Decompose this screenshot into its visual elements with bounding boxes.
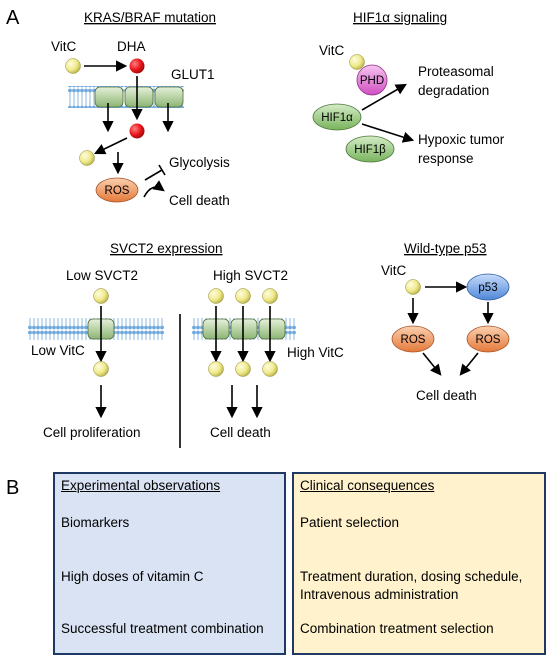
ascorbate-ball-icon bbox=[262, 361, 278, 377]
hif-vitc-label: VitC bbox=[319, 43, 345, 58]
low-vitc-label: Low VitC bbox=[31, 343, 85, 358]
ros-node bbox=[95, 177, 139, 203]
ros-right-label: ROS bbox=[476, 334, 501, 346]
glut1-label: GLUT1 bbox=[171, 67, 215, 82]
ascorbate-ball-icon bbox=[235, 288, 251, 304]
p53-label: p53 bbox=[478, 282, 497, 294]
p53-vitc-label: VitC bbox=[381, 263, 407, 278]
p53-title: Wild-type p53 bbox=[404, 241, 487, 256]
ascorbate-ball-icon bbox=[208, 288, 224, 304]
hif1a-node bbox=[312, 103, 362, 131]
ros-node bbox=[466, 325, 510, 353]
svct2-transporter-icon bbox=[230, 318, 258, 340]
hypoxic-label-2: response bbox=[418, 151, 474, 166]
phd-node bbox=[356, 64, 388, 96]
ascorbate-ball-icon bbox=[65, 58, 81, 74]
ascorbate-ball-icon bbox=[262, 288, 278, 304]
experimental-observations-header: Experimental observations bbox=[61, 478, 221, 493]
kras-title: KRAS/BRAF mutation bbox=[84, 10, 216, 25]
ascorbate-ball-icon bbox=[349, 54, 365, 70]
ascorbate-ball-icon bbox=[93, 361, 109, 377]
hypoxic-arrow bbox=[361, 123, 415, 143]
ascorbate-ball-icon bbox=[235, 361, 251, 377]
hif-title: HIF1α signaling bbox=[353, 10, 447, 25]
clinical-consequences-header: Clinical consequences bbox=[300, 478, 435, 493]
glut1-transporter-icon bbox=[94, 86, 124, 108]
svct2-title: SVCT2 expression bbox=[110, 241, 223, 256]
panel-a-letter: A bbox=[6, 7, 20, 29]
ascorbate-ball-icon bbox=[208, 361, 224, 377]
ros-left-label: ROS bbox=[401, 334, 426, 346]
svct2-cell-death-label: Cell death bbox=[210, 425, 271, 440]
consequence-row: Combination treatment selection bbox=[300, 621, 494, 636]
hif1a-section: HIF1α signaling VitC PHD HIF1α Proteasom… bbox=[312, 10, 505, 166]
kras-vitc-label: VitC bbox=[51, 39, 77, 54]
observation-row: Biomarkers bbox=[61, 515, 130, 530]
low-svct2-label: Low SVCT2 bbox=[66, 268, 138, 283]
cell-proliferation-label: Cell proliferation bbox=[43, 425, 141, 440]
reduction-arrow bbox=[93, 137, 128, 155]
consequence-row: Patient selection bbox=[300, 515, 400, 530]
proteasomal-label-1: Proteasomal bbox=[418, 64, 494, 79]
kras-cell-death-label: Cell death bbox=[169, 193, 230, 208]
ros-node bbox=[391, 325, 435, 353]
clinical-consequences-box: Clinical consequences Patient selection … bbox=[292, 472, 546, 655]
svct2-section: SVCT2 expression Low SVCT2 High SVCT2 Lo… bbox=[28, 241, 344, 448]
hif1b-label: HIF1β bbox=[354, 144, 386, 156]
dha-ball-icon bbox=[129, 123, 145, 139]
dha-ball-icon bbox=[129, 58, 145, 74]
phd-label: PHD bbox=[360, 75, 384, 87]
observation-row: Successful treatment combination bbox=[61, 621, 264, 636]
ascorbate-ball-icon bbox=[79, 150, 95, 166]
hif1b-node bbox=[345, 135, 395, 163]
high-svct2-label: High SVCT2 bbox=[213, 268, 288, 283]
ascorbate-ball-icon bbox=[93, 288, 109, 304]
proteasomal-label-2: degradation bbox=[418, 83, 489, 98]
degradation-arrow bbox=[361, 83, 407, 111]
glut1-transporter-icon bbox=[124, 86, 154, 108]
p53-node bbox=[466, 273, 510, 301]
high-vitc-label: High VitC bbox=[287, 345, 344, 360]
p53-cell-death-label: Cell death bbox=[416, 388, 477, 403]
ascorbate-ball-icon bbox=[405, 279, 421, 295]
hypoxic-label-1: Hypoxic tumor bbox=[418, 132, 505, 147]
ros-label: ROS bbox=[105, 185, 130, 197]
observation-row: High doses of vitamin C bbox=[61, 569, 204, 584]
svct2-transporter-icon bbox=[258, 318, 286, 340]
glut1-transporter-icon bbox=[154, 86, 184, 108]
glycolysis-label: Glycolysis bbox=[169, 155, 230, 170]
inhibition-arrow-icon bbox=[144, 169, 163, 181]
p53-section: Wild-type p53 VitC p53 ROS ROS Cell deat… bbox=[381, 241, 510, 403]
experimental-observations-box: Experimental observations Biomarkers Hig… bbox=[53, 472, 286, 655]
kras-braf-section: KRAS/BRAF mutation VitC DHA GLUT1 ROS Gl… bbox=[51, 10, 230, 208]
hif1a-label: HIF1α bbox=[321, 112, 353, 124]
consequence-row: Intravenous administration bbox=[300, 587, 459, 602]
consequence-row: Treatment duration, dosing schedule, bbox=[300, 569, 523, 584]
panel-b-letter: B bbox=[6, 477, 19, 499]
kras-dha-label: DHA bbox=[117, 39, 146, 54]
